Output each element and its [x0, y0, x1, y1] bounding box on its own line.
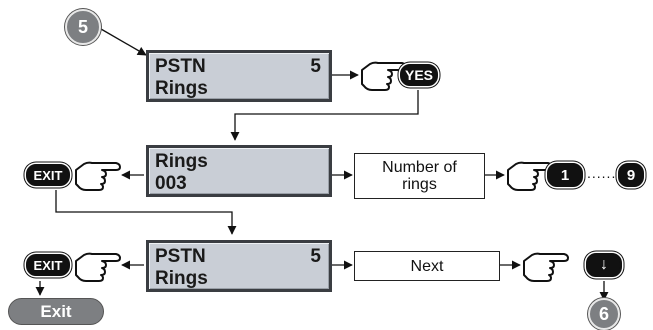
- down-arrow-icon: ↓: [600, 256, 608, 273]
- down-arrow-key[interactable]: ↓: [586, 253, 622, 277]
- step-badge-start: 5: [65, 9, 101, 45]
- exit-key[interactable]: EXIT: [26, 254, 70, 276]
- lcd-line1: PSTN: [155, 246, 206, 267]
- lcd-screen-rings: Rings 003: [146, 145, 332, 197]
- pointing-hand-icon: [75, 161, 121, 191]
- exit-key[interactable]: EXIT: [26, 164, 70, 186]
- lcd-screen-pstn-bottom: PSTN 5 Rings: [146, 240, 332, 292]
- key-1[interactable]: 1: [547, 163, 583, 187]
- lcd-screen-pstn-top: PSTN 5 Rings: [146, 50, 332, 102]
- pointing-hand-icon: [523, 252, 569, 282]
- lcd-line1: PSTN: [155, 56, 206, 77]
- pointing-hand-icon: [75, 252, 121, 282]
- pointing-hand-icon: [507, 161, 553, 191]
- ellipsis: ......: [587, 165, 617, 181]
- lcd-line1: Rings: [155, 151, 208, 172]
- lcd-line2: Rings: [155, 268, 208, 289]
- exit-button[interactable]: Exit: [8, 298, 104, 325]
- number-of-rings-box: Number of rings: [354, 153, 485, 199]
- yes-key[interactable]: YES: [400, 64, 438, 86]
- lcd-value: 5: [310, 56, 321, 77]
- key-9[interactable]: 9: [618, 163, 644, 187]
- step-badge-end: 6: [588, 298, 620, 330]
- lcd-line2: 003: [155, 173, 187, 194]
- lcd-line2: Rings: [155, 78, 208, 99]
- next-box: Next: [354, 251, 500, 281]
- lcd-value: 5: [310, 246, 321, 267]
